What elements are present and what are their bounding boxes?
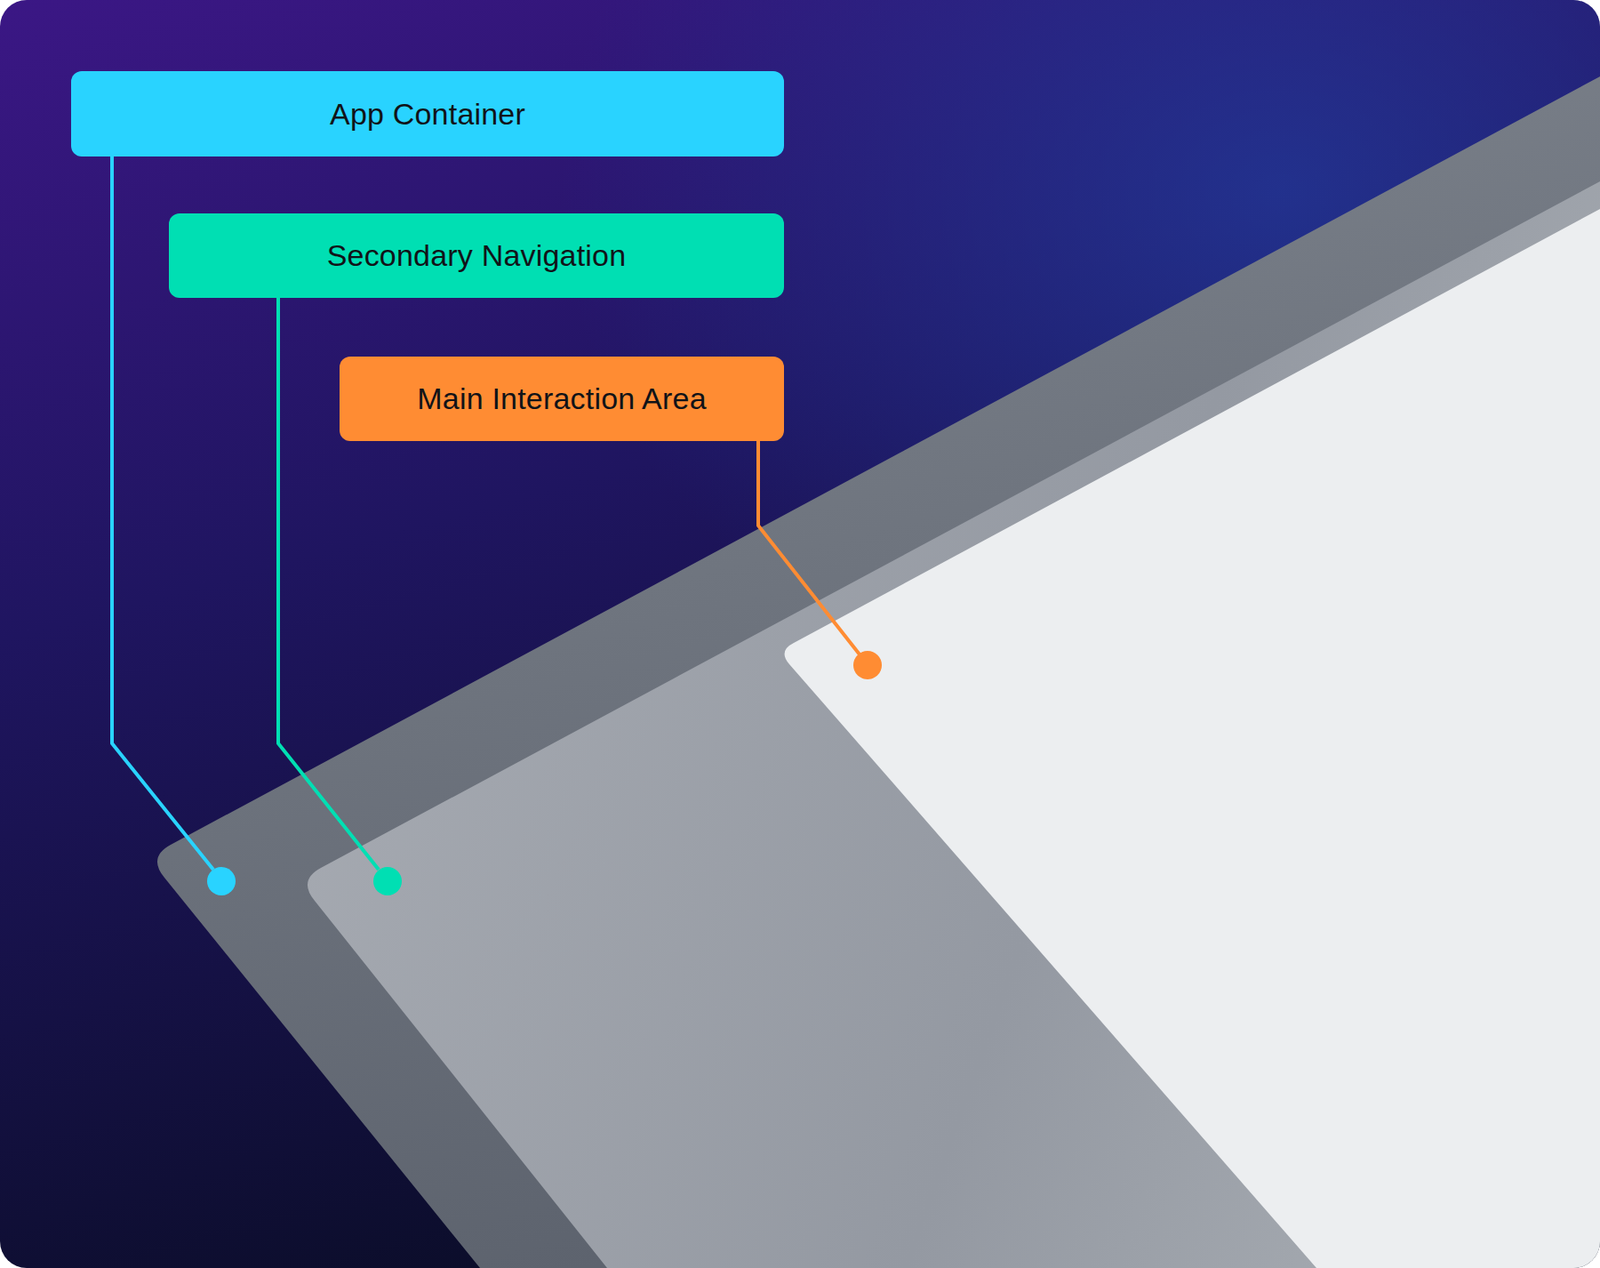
callout-box: Secondary Navigation: [168, 213, 784, 298]
callout-box: App Container: [71, 71, 784, 157]
main-interaction-panel: [784, 208, 1600, 1268]
callout-label: Secondary Navigation: [327, 238, 627, 273]
callout-box: Main Interaction Area: [339, 356, 784, 441]
callout-dot: [373, 866, 402, 896]
app-container-panel: [157, 76, 1600, 1268]
callout-dot: [853, 650, 882, 680]
callout-label: Main Interaction Area: [416, 381, 707, 416]
callout-label: App Container: [329, 96, 526, 132]
secondary-navigation-panel: [307, 181, 1600, 1268]
leader-line: [758, 440, 860, 655]
callout-dot: [207, 866, 236, 896]
